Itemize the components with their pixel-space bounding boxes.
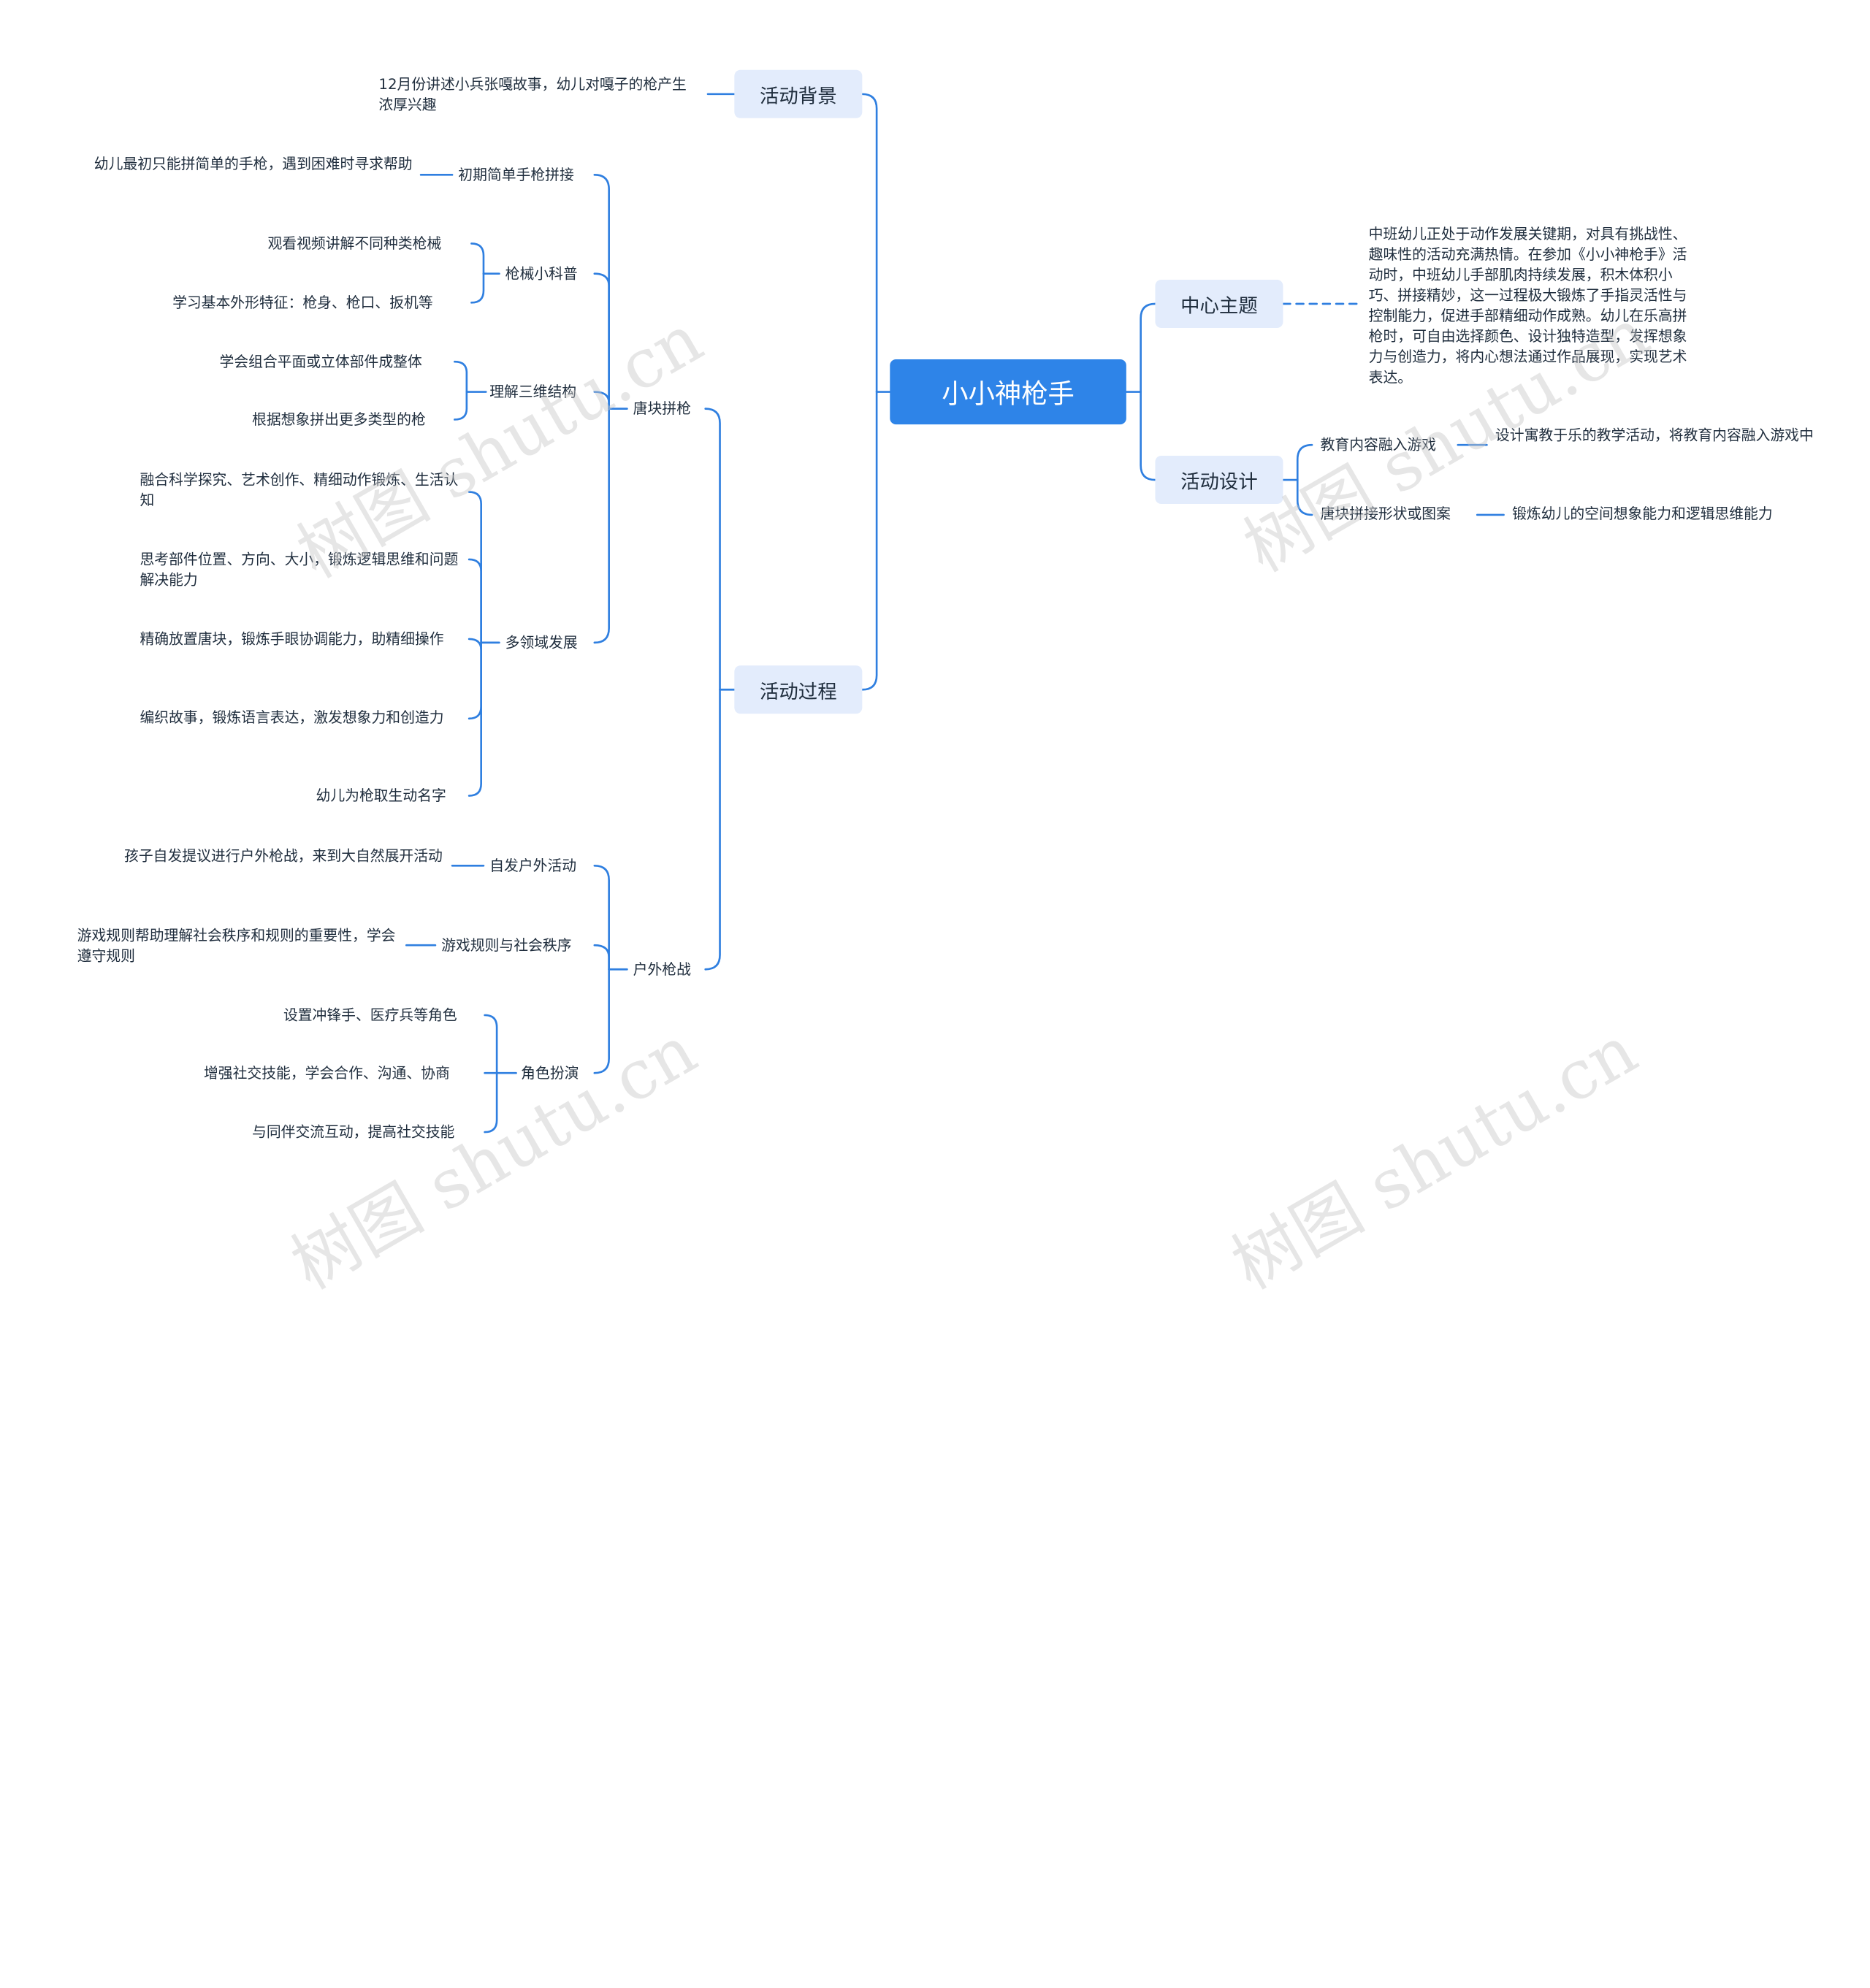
multi-item-4: 幼儿为枪取生动名字 <box>316 787 446 805</box>
root-node[interactable]: 小小神枪手 <box>890 359 1126 425</box>
multi-domain-node[interactable]: 多领域发展 <box>505 634 578 651</box>
structure-node[interactable]: 理解三维结构 <box>489 383 577 401</box>
science-item-video: 观看视频讲解不同种类枪械 <box>267 234 442 253</box>
spontaneous-outdoor-text: 孩子自发提议进行户外枪战，来到大自然展开活动 <box>124 847 443 865</box>
structure-item-combine: 学会组合平面或立体部件成整体 <box>219 353 422 370</box>
activity-background-node[interactable]: 活动背景 <box>734 69 863 118</box>
rules-text: 游戏规则帮助理解社会秩序和规则的重要性，学会遵守规则 <box>77 927 396 965</box>
design-item-blocks[interactable]: 唐块拼接形状或图案 <box>1320 505 1451 522</box>
multi-item-3: 编织故事，锻炼语言表达，激发想象力和创造力 <box>140 708 444 726</box>
design-item-game[interactable]: 教育内容融入游戏 <box>1320 436 1437 454</box>
rules-node[interactable]: 游戏规则与社会秩序 <box>441 936 572 954</box>
design-item-blocks-detail: 锻炼幼儿的空间想象能力和逻辑思维能力 <box>1512 505 1773 522</box>
multi-item-0: 融合科学探究、艺术创作、精细动作锻炼、生活认知 <box>140 471 459 509</box>
multi-item-2: 精确放置唐块，锻炼手眼协调能力，助精细操作 <box>140 630 444 648</box>
background-text: 12月份讲述小兵张嘎故事，幼儿对嘎子的枪产生浓厚兴趣 <box>378 76 687 114</box>
science-item-features: 学习基本外形特征：枪身、枪口、扳机等 <box>172 294 433 311</box>
multi-item-1: 思考部件位置、方向、大小，锻炼逻辑思维和问题解决能力 <box>140 551 459 589</box>
simple-pistol-node[interactable]: 初期简单手枪拼接 <box>458 166 574 183</box>
center-theme-text: 中班幼儿正处于动作发展关键期，对具有挑战性、趣味性的活动充满热情。在参加《小小神… <box>1368 225 1687 386</box>
spontaneous-outdoor-node[interactable]: 自发户外活动 <box>489 857 577 874</box>
block-gun-node[interactable]: 唐块拼枪 <box>633 400 691 418</box>
role-play-node[interactable]: 角色扮演 <box>521 1064 579 1082</box>
simple-pistol-text: 幼儿最初只能拼简单的手枪，遇到困难时寻求帮助 <box>94 155 413 173</box>
role-item-1: 增强社交技能，学会合作、沟通、协商 <box>203 1064 450 1082</box>
connector-lines <box>405 93 1505 1133</box>
structure-item-imagine: 根据想象拼出更多类型的枪 <box>252 410 426 429</box>
role-item-0: 设置冲锋手、医疗兵等角色 <box>283 1006 457 1024</box>
outdoor-battle-node[interactable]: 户外枪战 <box>633 960 691 978</box>
mind-map-canvas: 小小神枪手 中心主题 中班幼儿正处于动作发展关键期，对具有挑战性、趣味性的活动充… <box>77 69 1814 1305</box>
activity-design-node[interactable]: 活动设计 <box>1155 456 1283 505</box>
center-theme-node[interactable]: 中心主题 <box>1155 279 1283 329</box>
activity-process-node[interactable]: 活动过程 <box>734 665 863 714</box>
role-item-2: 与同伴交流互动，提高社交技能 <box>252 1123 455 1141</box>
design-item-game-detail: 设计寓教于乐的教学活动，将教育内容融入游戏中 <box>1495 427 1814 444</box>
gun-science-node[interactable]: 枪械小科普 <box>505 265 578 283</box>
